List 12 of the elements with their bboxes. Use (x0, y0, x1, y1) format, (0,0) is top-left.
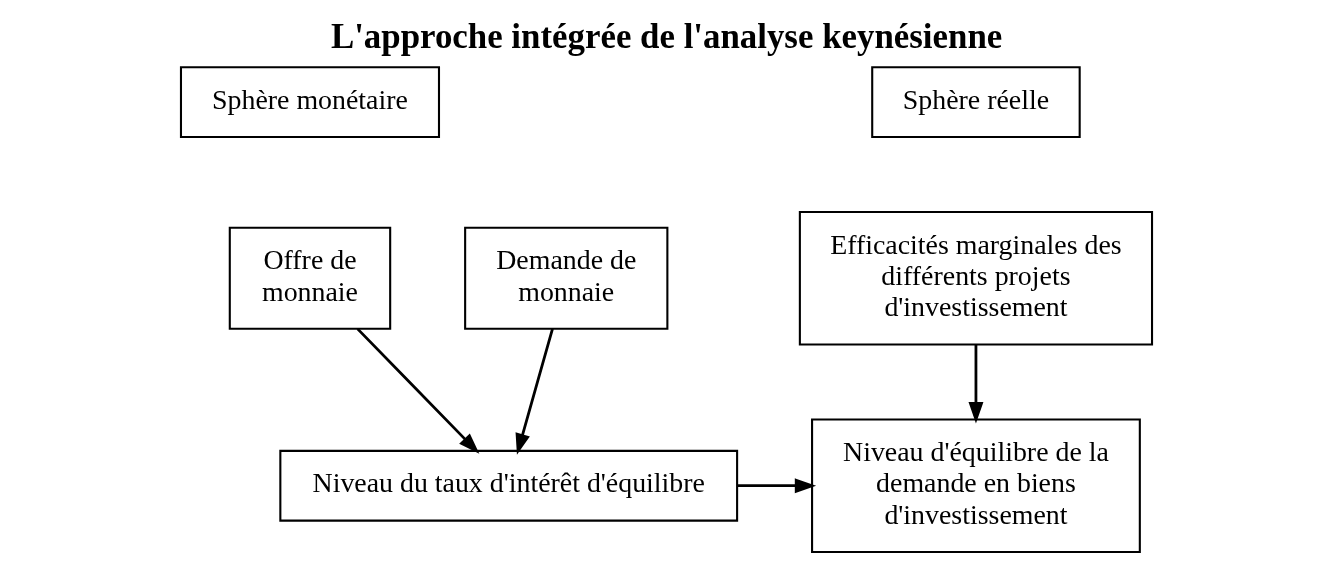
arrow (968, 344, 984, 424)
node-box: Sphère monétaire (179, 66, 441, 139)
node-box: Offre de monnaie (228, 226, 392, 330)
arrow (356, 327, 480, 454)
node-box: Niveau du taux d'intérêt d'équilibre (279, 449, 739, 522)
node-box: Niveau d'équilibre de la demande en biens d'investissement (811, 418, 1141, 554)
node-box: Efficacités marginales des différents projets d'investissement (798, 210, 1154, 346)
arrow (737, 478, 817, 494)
arrow (515, 328, 554, 455)
diagram-title: L'approche intégrée de l'analyse keynésienne (330, 17, 1003, 57)
node-box: Demande de monnaie (464, 226, 669, 330)
node-box: Sphère réelle (871, 66, 1081, 139)
